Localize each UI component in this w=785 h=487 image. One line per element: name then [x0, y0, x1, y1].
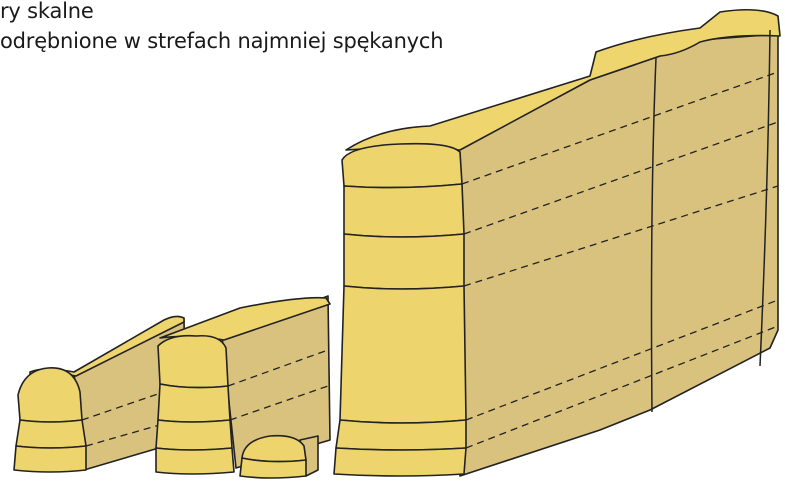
- small-block-layer-top: [18, 368, 82, 422]
- small-block-layer-middle: [16, 420, 86, 448]
- small-block-layer-bottom: [14, 446, 86, 472]
- large-block-layer-5: [336, 420, 466, 450]
- large-rock-block: [334, 10, 780, 476]
- boulder-lower: [240, 458, 306, 478]
- medium-block-layer-middle-lower: [156, 420, 232, 450]
- large-block-side: [458, 34, 778, 476]
- large-block-layer-3: [344, 234, 464, 289]
- large-block-layer-6: [334, 448, 466, 476]
- medium-block-layer-top: [158, 336, 228, 388]
- large-block-layer-1: [342, 144, 462, 188]
- medium-block-layer-middle-upper: [158, 384, 230, 422]
- large-block-layer-2: [344, 184, 464, 237]
- medium-block-layer-bottom: [156, 448, 234, 474]
- large-block-layer-4: [340, 286, 466, 423]
